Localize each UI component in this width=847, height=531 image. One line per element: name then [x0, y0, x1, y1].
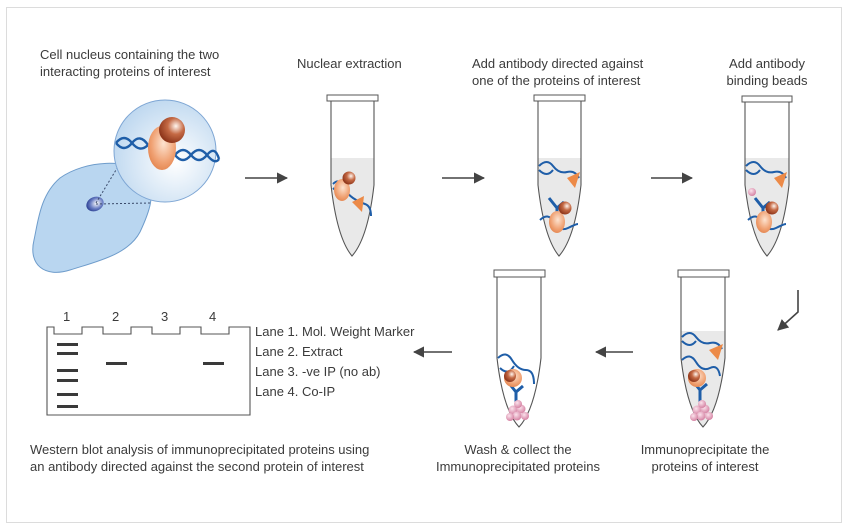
protein-ball-icon — [688, 370, 700, 382]
dna-icon — [681, 332, 723, 350]
tube-cap — [677, 269, 730, 278]
gel-band — [57, 393, 78, 396]
caption-line: proteins of interest — [651, 459, 759, 474]
gel-band-lane-4 — [203, 362, 224, 365]
caption-add-beads: Add antibody binding beads — [712, 55, 822, 89]
tube-cap — [493, 269, 546, 278]
western-blot-gel — [46, 326, 251, 416]
lane-1-marker-bands — [57, 343, 78, 408]
caption-line: Add antibody — [729, 56, 805, 71]
protein-ball-icon — [765, 201, 779, 215]
protein-triangle-icon — [352, 196, 364, 212]
caption-line: one of the proteins of interest — [472, 73, 641, 88]
cell-illustration — [32, 99, 221, 273]
gel-band — [57, 379, 78, 382]
caption-line: an antibody directed against the second … — [30, 459, 364, 474]
protein-blob-icon — [756, 211, 772, 233]
dna-icon — [745, 161, 787, 179]
tube-add-beads — [741, 95, 793, 257]
gel-legend-lane-3: Lane 3. -ve IP (no ab) — [255, 364, 381, 379]
protein-triangle-icon — [709, 344, 723, 360]
caption-line: Western blot analysis of immunoprecipita… — [30, 442, 370, 457]
gel-band — [57, 343, 78, 346]
bead-icon — [748, 188, 756, 196]
protein-blob-icon — [549, 211, 565, 233]
tube-cap — [741, 95, 793, 103]
caption-line: Add antibody directed against — [472, 56, 644, 71]
gel-band — [57, 405, 78, 408]
protein-ball-icon — [159, 117, 185, 143]
bead-cluster-icon — [506, 400, 529, 421]
gel-band-lane-2 — [106, 362, 127, 365]
gel-legend-lane-4: Lane 4. Co-IP — [255, 384, 336, 399]
lane-number-1: 1 — [63, 309, 71, 324]
gel-legend-lane-2: Lane 2. Extract — [255, 344, 343, 359]
cell-nucleus-icon — [86, 196, 104, 212]
protein-ball-icon — [558, 201, 572, 215]
dna-icon — [115, 136, 149, 150]
gel-outline — [46, 326, 251, 416]
protein-triangle-icon — [567, 172, 580, 188]
tube-cap — [326, 94, 379, 102]
caption-line: Immunoprecipitate the — [640, 442, 770, 457]
caption-line: Nuclear extraction — [297, 56, 402, 71]
lane-number-3: 3 — [161, 309, 169, 324]
gel-legend-lane-1: Lane 1. Mol. Weight Marker — [255, 324, 415, 339]
caption-immunoprecipitate: Immunoprecipitate the proteins of intere… — [620, 441, 790, 475]
caption-add-antibody: Add antibody directed against one of the… — [472, 55, 643, 89]
protein-ball-icon — [504, 370, 516, 382]
diagram-frame — [6, 7, 842, 523]
lane-number-4: 4 — [209, 309, 217, 324]
caption-line: interacting proteins of interest — [40, 64, 211, 79]
gel-band — [57, 352, 78, 355]
caption-western-blot: Western blot analysis of immunoprecipita… — [30, 441, 369, 475]
dna-icon — [497, 353, 535, 385]
protein-ball-icon — [342, 171, 356, 185]
caption-nuclear-extraction: Nuclear extraction — [297, 55, 402, 72]
protein-blob-icon — [334, 179, 350, 201]
caption-line: Cell nucleus containing the two — [40, 47, 220, 62]
bead-cluster-icon — [690, 400, 713, 421]
arrow-bent-down-left-icon — [777, 290, 799, 331]
caption-line: Immunoprecipitated proteins — [435, 459, 601, 474]
gel-band — [57, 369, 78, 372]
dna-icon — [538, 161, 580, 179]
caption-cell-nucleus: Cell nucleus containing the two interact… — [40, 46, 219, 80]
tube-cap — [533, 94, 586, 102]
caption-line: Wash & collect the — [464, 442, 572, 457]
tube-wash-collect — [493, 269, 546, 428]
tube-immunoprecipitate — [677, 269, 730, 428]
tube-add-antibody — [533, 94, 586, 257]
caption-line: binding beads — [726, 73, 808, 88]
protein-triangle-icon — [774, 172, 787, 188]
lane-number-2: 2 — [112, 309, 120, 324]
caption-wash-collect: Wash & collect the Immunoprecipitated pr… — [418, 441, 618, 475]
tube-nuclear-extraction — [326, 94, 379, 257]
